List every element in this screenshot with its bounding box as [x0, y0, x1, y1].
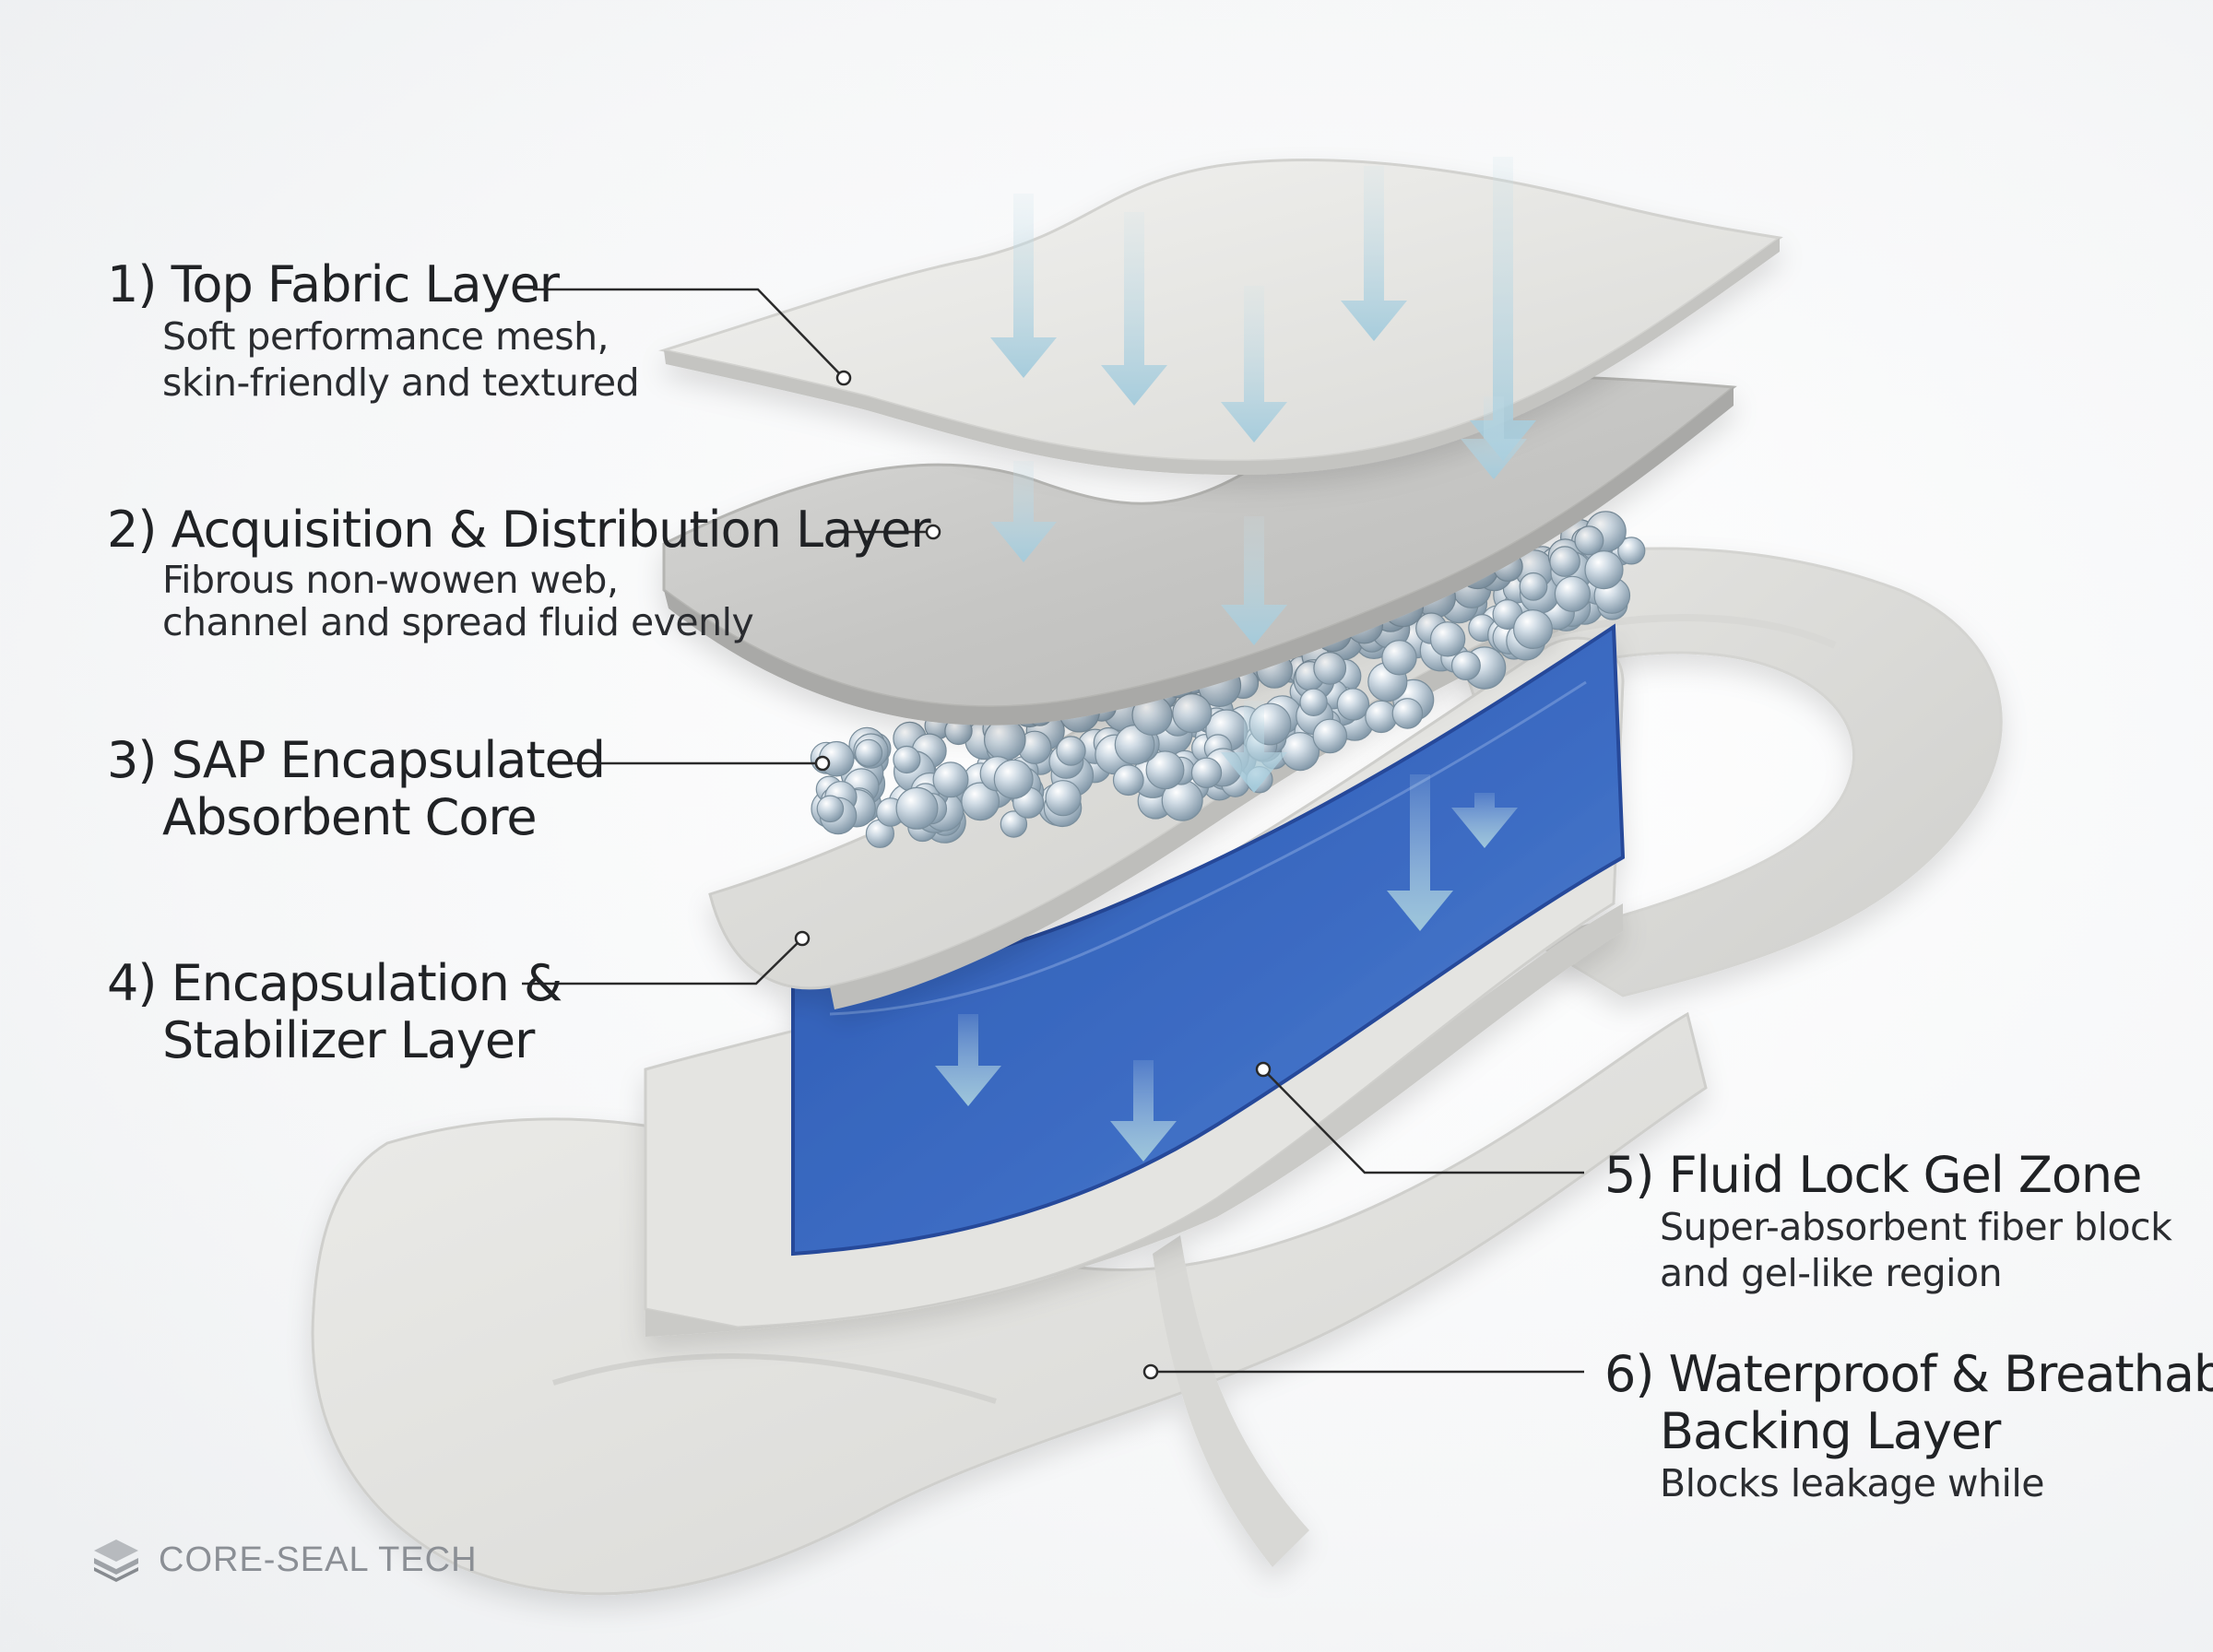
leader-dot-4: [794, 930, 811, 947]
label-title-line-2: Stabilizer Layer: [162, 1011, 535, 1069]
sap-bead: [932, 761, 969, 798]
label-description-line-2: and gel-like region: [1660, 1251, 2003, 1295]
label-description-line-1: Blocks leakage while: [1660, 1461, 2044, 1505]
sap-bead: [1429, 621, 1466, 657]
sap-bead: [1549, 546, 1580, 577]
sap-bead: [1312, 718, 1348, 754]
label-top-fabric-layer: 1) Top Fabric Layer Soft performance mes…: [107, 255, 640, 406]
flow-arrow-down-icon: [1341, 166, 1407, 341]
label-fluid-lock-gel-zone: 5) Fluid Lock Gel Zone Super-absorbent f…: [1604, 1147, 2172, 1296]
brand-logo: CORE-SEAL TECH: [90, 1536, 478, 1584]
flow-arrow-down-icon: [1221, 286, 1287, 442]
flow-arrow-down-icon: [935, 1014, 1001, 1106]
label-title: Fluid Lock Gel Zone: [1668, 1146, 2143, 1204]
sap-bead: [816, 795, 845, 823]
label-description-line-1: Soft performance mesh,: [162, 314, 609, 359]
label-description-line-1: Super-absorbent fiber block: [1660, 1205, 2172, 1249]
label-number: 5): [1604, 1146, 1654, 1204]
sap-bead: [1299, 688, 1328, 717]
sap-bead: [1000, 810, 1028, 838]
flow-arrow-down-icon: [990, 194, 1057, 378]
label-encapsulation-stabilizer-layer: 4) Encapsulation & Stabilizer Layer: [107, 955, 562, 1069]
sap-bead: [1336, 688, 1370, 721]
stacked-layers-icon: [94, 1540, 138, 1582]
brand-name: CORE-SEAL TECH: [159, 1540, 478, 1579]
flow-arrow-down-icon: [1110, 1060, 1177, 1162]
sap-bead: [1391, 698, 1424, 729]
leader-dots: [794, 370, 1272, 1380]
sap-bead: [1450, 650, 1481, 680]
label-number: 6): [1604, 1345, 1654, 1403]
label-waterproof-backing-layer: 6) Waterproof & Breathable Backing Layer…: [1604, 1346, 2213, 1506]
sap-bead: [1519, 572, 1548, 601]
flow-arrow-down-icon: [1470, 157, 1536, 461]
label-title: Acquisition & Distribution Layer: [171, 501, 931, 559]
sap-bead: [1190, 757, 1223, 789]
label-number: 3): [107, 731, 157, 789]
sap-bead: [1045, 780, 1082, 817]
sap-bead: [1172, 692, 1213, 734]
sap-bead: [1574, 525, 1604, 556]
leader-dot-1: [835, 370, 852, 386]
label-title: Top Fabric Layer: [171, 255, 560, 313]
flow-arrow-down-icon: [1451, 793, 1518, 848]
label-number: 1): [107, 255, 157, 313]
sap-bead: [984, 718, 1026, 761]
sap-bead: [1280, 731, 1320, 772]
flow-arrows: [935, 157, 1536, 1162]
sap-bead: [895, 786, 939, 830]
leader-dot-2: [925, 524, 941, 540]
sap-bead: [1584, 549, 1624, 590]
flow-arrow-down-icon: [1101, 212, 1167, 406]
sap-bead: [893, 745, 921, 774]
leader-dot-5: [1255, 1061, 1272, 1078]
label-description-line-1: Fibrous non-wowen web,: [162, 558, 619, 602]
label-description-line-2: skin-friendly and textured: [162, 360, 640, 405]
leader-line-1: [533, 288, 845, 379]
flow-arrow-down-icon: [1387, 774, 1453, 931]
label-title-line-2: Backing Layer: [1660, 1402, 2001, 1460]
sap-bead: [1056, 736, 1086, 766]
leader-dot-3: [814, 755, 831, 772]
label-title-line-2: Absorbent Core: [162, 788, 538, 846]
sap-bead: [1617, 537, 1646, 565]
sap-bead: [1313, 652, 1347, 685]
label-title: SAP Encapsulated: [171, 731, 606, 789]
leader-lines: [522, 288, 1584, 1374]
flow-arrow-down-icon: [990, 461, 1057, 562]
flow-arrow-down-icon: [1221, 701, 1287, 793]
flow-arrow-down-icon: [1461, 396, 1527, 479]
leader-dot-6: [1142, 1363, 1159, 1380]
sap-bead: [993, 759, 1034, 799]
sap-bead: [1112, 764, 1144, 796]
label-number: 4): [107, 954, 157, 1012]
sap-bead: [961, 782, 1000, 821]
leader-line-4: [522, 938, 803, 985]
sap-bead: [1381, 640, 1417, 676]
leader-line-5: [1262, 1068, 1584, 1174]
label-title: Encapsulation &: [171, 954, 563, 1012]
sap-bead: [854, 738, 883, 767]
sap-bead: [1365, 700, 1398, 734]
label-acquisition-distribution-layer: 2) Acquisition & Distribution Layer Fibr…: [107, 501, 931, 644]
sap-bead: [1512, 608, 1553, 649]
sap-bead: [1145, 750, 1185, 790]
label-description-line-2: channel and spread fluid evenly: [162, 600, 754, 644]
label-title: Waterproof & Breathable: [1668, 1345, 2213, 1403]
label-number: 2): [107, 501, 157, 559]
flow-arrow-down-icon: [1221, 516, 1287, 645]
label-sap-absorbent-core: 3) SAP Encapsulated Absorbent Core: [107, 731, 606, 846]
sap-bead: [1554, 575, 1592, 612]
